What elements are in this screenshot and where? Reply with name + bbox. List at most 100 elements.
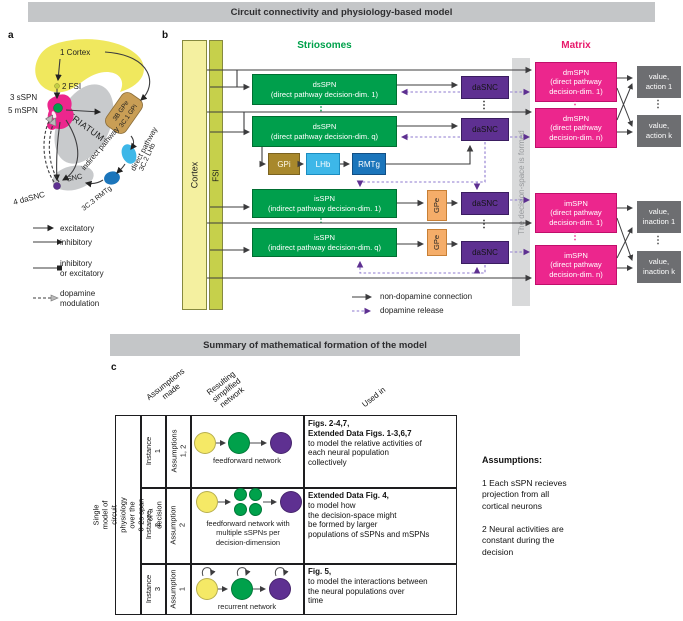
- dasnc-1-box: daSNC: [461, 76, 509, 99]
- top-banner: Circuit connectivity and physiology-base…: [28, 2, 655, 22]
- used-in-row1: Figs. 2-4,7, Extended Data Figs. 1-3,6,7…: [308, 419, 454, 468]
- decision-space-note: The decision-space is formed: [516, 129, 526, 235]
- assumption-2-cell: Assumption 2: [166, 487, 190, 563]
- value-action-1-box: value, action 1: [637, 66, 681, 98]
- snc-region-shape: [52, 165, 94, 191]
- rmtg-to-snc-arrow: [84, 179, 104, 188]
- cortex-bar: Cortex: [182, 40, 207, 310]
- dasnc-node-circle-3: [269, 578, 291, 600]
- header-used-in: Used in: [360, 385, 388, 410]
- assumption-2-label: Assumption 2: [169, 505, 187, 545]
- value-inaction-k-box: value, inaction k: [637, 251, 681, 283]
- cortex-region-shape: [35, 39, 144, 93]
- sspn-node-circle-3: [231, 578, 253, 600]
- dasnc-dot: [53, 182, 61, 190]
- instance-2-label: Instance 2: [144, 510, 163, 540]
- used-in-row1-bold: Figs. 2-4,7, Extended Data Figs. 1-3,6,7: [308, 419, 412, 438]
- sspn-label: 3 sSPN: [10, 93, 37, 102]
- dasnc-2-box: daSNC: [461, 118, 509, 141]
- dopamine-modulation-label-2: modulation: [60, 299, 99, 308]
- cortex-bar-label: Cortex: [189, 161, 200, 189]
- ellipsis-imspn: ⋮: [570, 231, 580, 242]
- fsi-bar-label: FSI: [211, 168, 221, 182]
- table-vline-4: [303, 415, 305, 615]
- used-in-row1-text: to model the relative activities of each…: [308, 438, 422, 468]
- decision-space-bar: The decision-space is formed: [512, 58, 530, 306]
- fsi-label: 2 FSI: [62, 82, 81, 91]
- dopamine-modulation-curve-1: [43, 116, 55, 183]
- used-in-row2-bold: Extended Data Fig. 4,: [308, 491, 389, 500]
- header-resulting-network: Resulting simplified network: [205, 369, 247, 410]
- fsi-dot: [54, 83, 60, 89]
- mspn-label: 5 mSPN: [8, 106, 38, 115]
- imspn-n-box: imSPN (direct pathway decision-dim. n): [535, 245, 617, 285]
- gpe-2-box: GPe: [427, 229, 447, 256]
- table-hline-2: [140, 563, 457, 565]
- dasnc-4-box: daSNC: [461, 241, 509, 264]
- dopamine-modulation-label-1: dopamine: [60, 289, 96, 298]
- header-assumptions-made: Assumptions made: [144, 366, 187, 402]
- assumptions-note-item-2: 2 Neural activities are constant during …: [482, 524, 564, 557]
- dopamine-release-legend-label: dopamine release: [380, 306, 444, 315]
- dmspn-1-box: dmSPN (direct pathway decision-dim. 1): [535, 62, 617, 102]
- summary-table-frame: [115, 415, 457, 615]
- ellipsis-value-inaction: ⋮: [653, 235, 663, 246]
- panel-a-label: a: [8, 30, 14, 41]
- ellipsis-dasnc-bottom: ⋮: [479, 219, 489, 230]
- cortex-to-pallidum-arc: [104, 51, 151, 101]
- used-in-row2: Extended Data Fig. 4, to model how the d…: [308, 491, 454, 540]
- isspn-q-box: isSPN (indirect pathway decision-dim. q): [252, 228, 397, 257]
- used-in-row3: Fig. 5, to model the interactions betwee…: [308, 567, 454, 606]
- gpe-1-label: GPe: [432, 197, 442, 214]
- used-in-row3-bold: Fig. 5,: [308, 567, 332, 576]
- inhibitory-label: inhibitory: [60, 238, 92, 247]
- sspn-node-circle: [228, 432, 250, 454]
- ellipsis-dasnc-top: ⋮: [479, 100, 489, 111]
- table-vline-1: [140, 415, 142, 615]
- spn-to-snc-arrow-1: [53, 121, 61, 182]
- row-group-cell: Single model of circuit physiology over …: [92, 415, 164, 615]
- dsspn-q-box: dsSPN (direct pathway decision-dim. q): [252, 116, 397, 147]
- open-arrowhead-icon: [50, 294, 59, 302]
- panel-c-label: c: [111, 362, 117, 373]
- lhb-to-rmtg-arrow: [116, 163, 126, 174]
- gpe-1-box: GPe: [427, 190, 447, 221]
- sspn-multi-circle-4: [249, 503, 262, 516]
- panel-b-label: b: [162, 30, 169, 41]
- instance-2-cell: Instance 2: [141, 487, 165, 563]
- striosomes-header: Striosomes: [297, 40, 352, 51]
- cortex-node-circle-3: [196, 578, 218, 600]
- used-in-row2-text: to model how the decision-space might be…: [308, 500, 430, 539]
- gpe-gpi-capsule: [105, 92, 143, 134]
- assumption-3-label: Assumption 1: [169, 569, 187, 609]
- table-hline-1: [140, 487, 457, 489]
- assumptions-note-title: Assumptions:: [482, 455, 543, 465]
- ellipsis-value-action: ⋮: [653, 99, 663, 110]
- table-vline-2: [165, 415, 167, 615]
- value-action-k-box: value, action k: [637, 115, 681, 147]
- dasnc-label: 4 daSNC: [12, 190, 46, 207]
- excitatory-label: excitatory: [60, 224, 94, 233]
- instance-3-cell: Instance 3: [141, 563, 165, 615]
- dopamine-modulation-curve-2: [48, 119, 60, 183]
- ellipsis-dsspn: ⋮: [316, 102, 326, 113]
- inhibitory-arrowhead-icon: [57, 239, 63, 245]
- assumptions-note-item-1: 1 Each sSPN recieves projection from all…: [482, 478, 567, 511]
- value-inaction-1-box: value, inaction 1: [637, 201, 681, 233]
- assumption-1-cell: Assumptions 1, 2: [166, 415, 190, 487]
- instance-1-label: Instance 1: [144, 436, 163, 466]
- cortex-node-circle-2: [196, 491, 218, 513]
- table-vline-3: [190, 415, 192, 615]
- assumption-3-cell: Assumption 1: [166, 563, 190, 615]
- network-label-row2: feedforward network with multiple sSPNs …: [206, 519, 290, 547]
- square-terminal-icon: [57, 265, 62, 271]
- ellipsis-dmspn: ⋮: [570, 96, 580, 107]
- instance-1-cell: Instance 1: [141, 415, 165, 487]
- rmtg-label: 3C.3 RMTg: [81, 185, 114, 213]
- isspn-1-box: isSPN (indirect pathway decision-dim. 1): [252, 189, 397, 218]
- gpe-2-label: GPe: [432, 234, 442, 251]
- dasnc-node-circle-2: [280, 491, 302, 513]
- sspn-multi-circle-3: [234, 503, 247, 516]
- sspn-dot: [53, 103, 63, 113]
